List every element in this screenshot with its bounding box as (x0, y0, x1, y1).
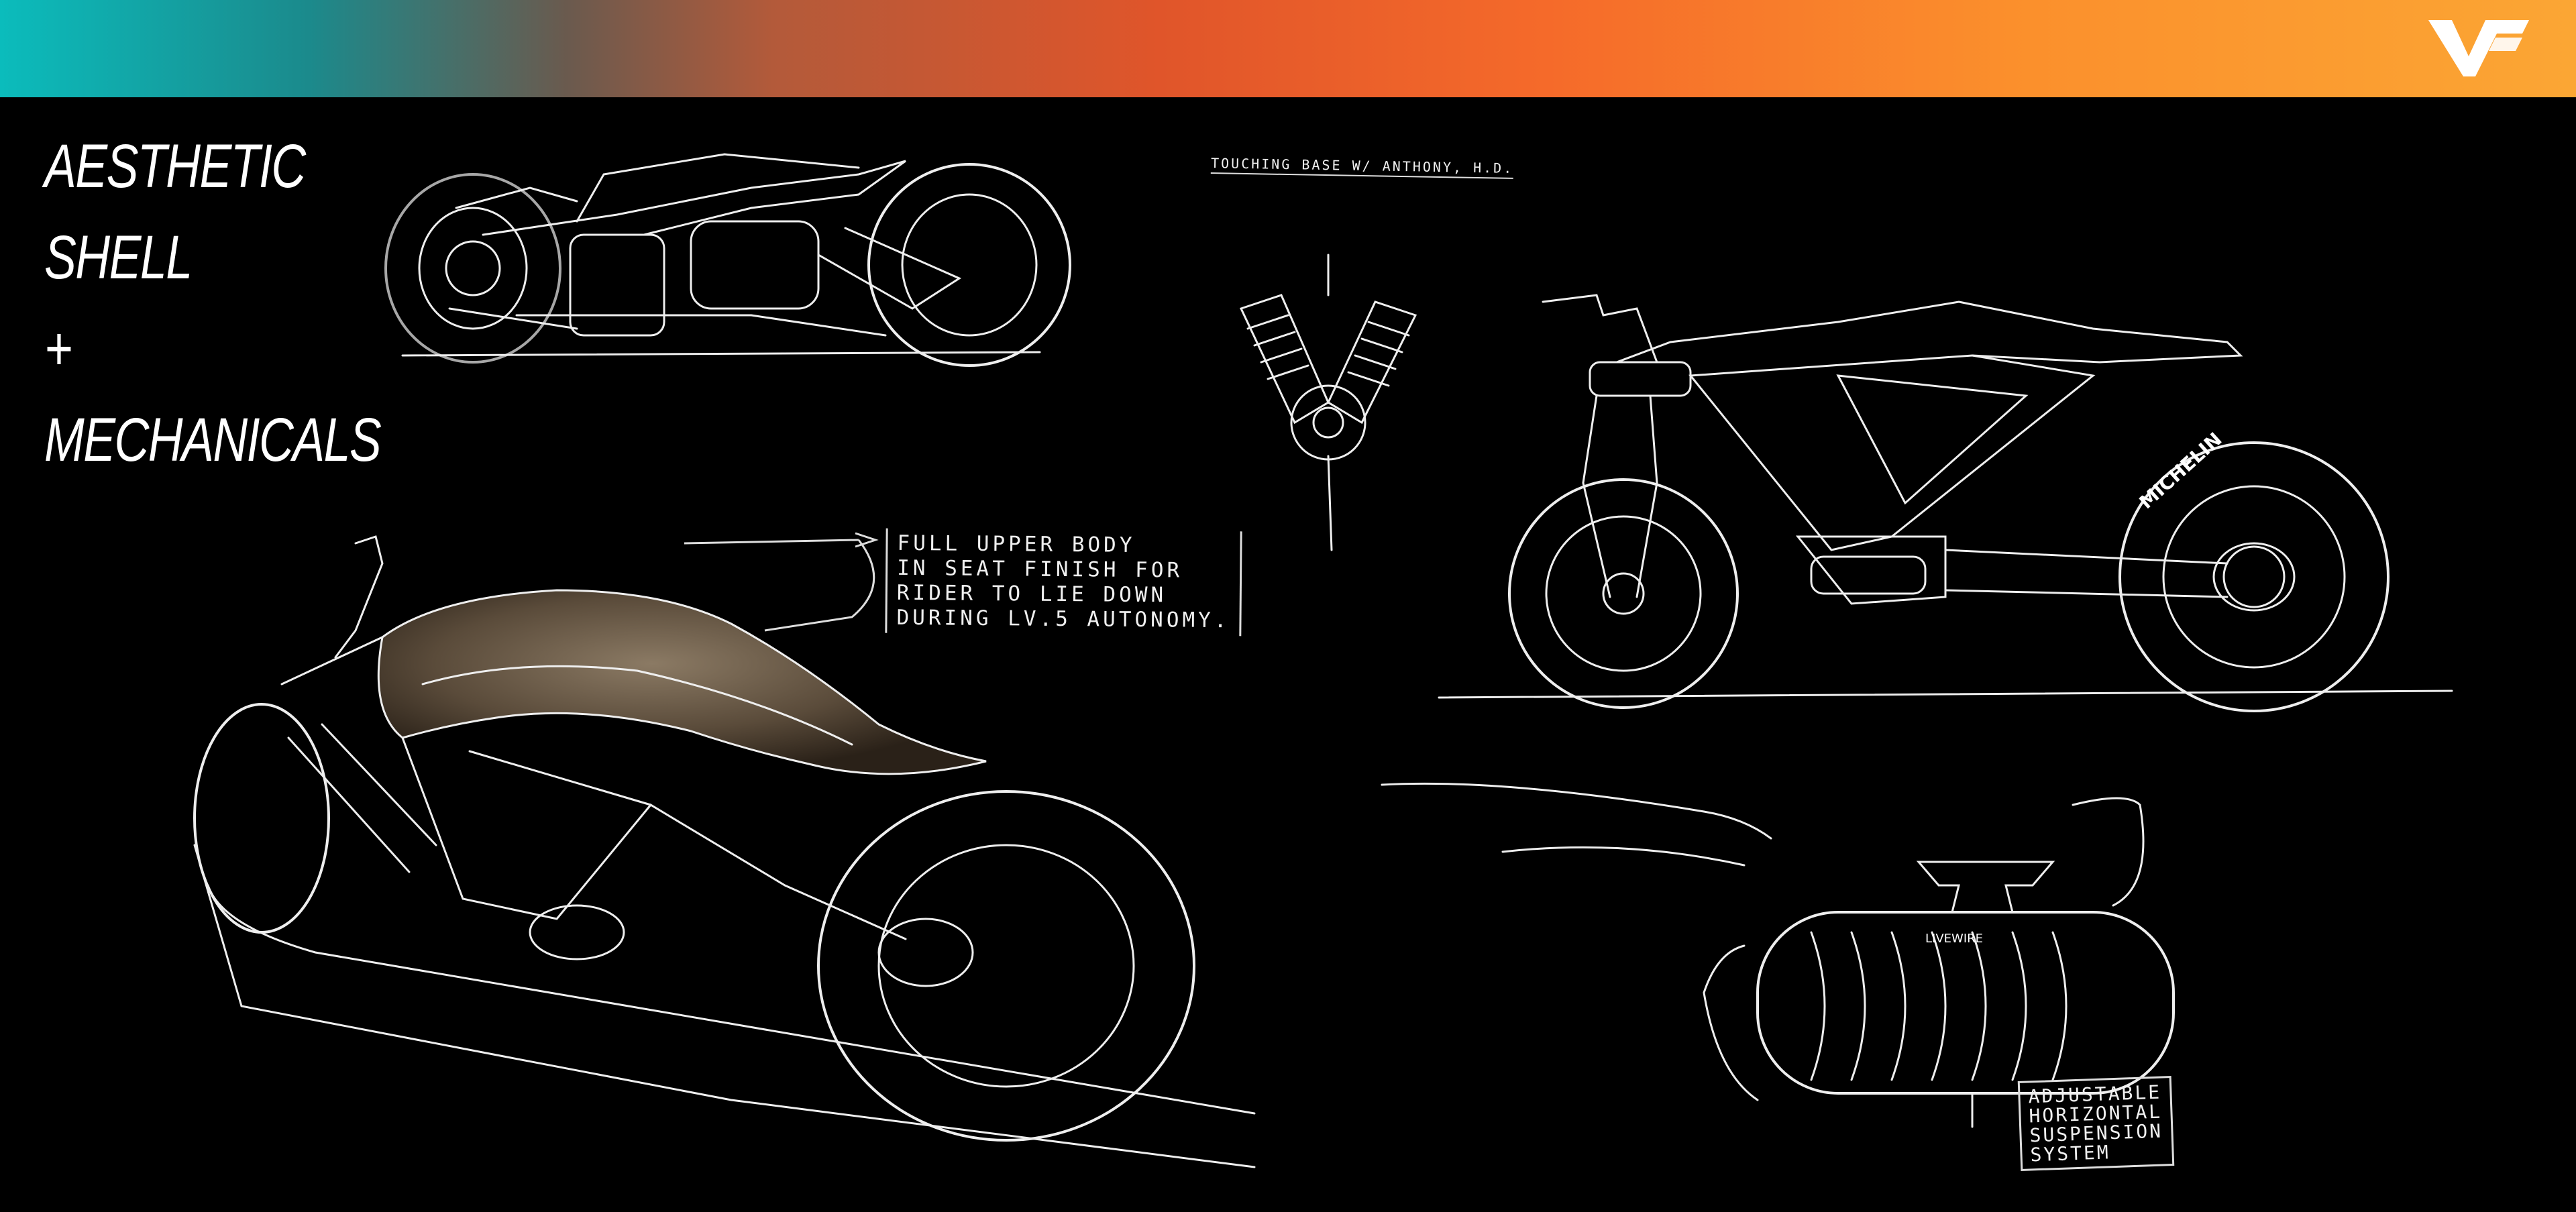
note-seat-line: IN SEAT FINISH FOR (897, 555, 1183, 583)
header-gradient-bar (0, 0, 2576, 97)
note-seat-leader-arrow (684, 530, 885, 632)
sketch-side-view-top (376, 134, 1093, 389)
title-line-aesthetic: AESTHETIC (44, 132, 306, 201)
note-seat-line: FULL UPPER BODY (897, 531, 1136, 557)
suspension-brand-label: LIVEWIRE (1925, 932, 1983, 946)
tire-brand-label: MICHELIN (2135, 428, 2226, 513)
title-line-mechanicals: MECHANICALS (44, 406, 382, 474)
title-line-plus: + (44, 315, 72, 383)
sketch-v-engine (1221, 254, 1436, 551)
page-title: AESTHETIC SHELL + MECHANICALS (44, 121, 382, 486)
sketch-side-view-right: MICHELIN (1436, 282, 2455, 712)
lw-brand-logo-icon (2428, 20, 2529, 76)
note-susp-line: SYSTEM (2030, 1141, 2111, 1166)
title-line-shell: SHELL (44, 223, 193, 292)
note-seat-line: RIDER TO LIE DOWN (896, 580, 1167, 608)
sketch-perspective-seat (181, 523, 1256, 1168)
note-touching-base: TOUCHING BASE W/ ANTHONY, H.D. (1210, 155, 1514, 179)
note-seat-finish: FULL UPPER BODY IN SEAT FINISH FOR RIDER… (885, 528, 1242, 637)
sketch-suspension-closeup: LIVEWIRE (1368, 751, 2281, 1128)
note-seat-line: DURING LV.5 AUTONOMY. (896, 605, 1230, 633)
note-suspension-system: ADJUSTABLE HORIZONTAL SUSPENSION SYSTEM (2017, 1076, 2174, 1171)
